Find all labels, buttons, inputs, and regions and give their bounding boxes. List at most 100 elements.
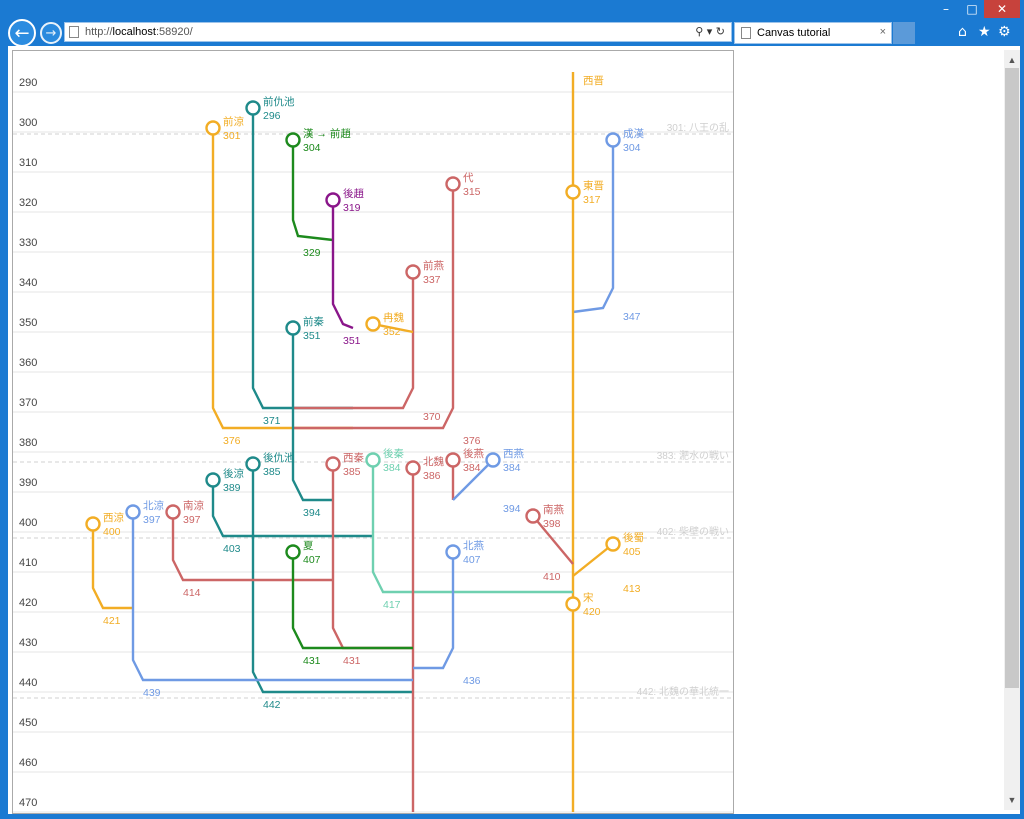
page-icon (741, 27, 751, 39)
dynasty-line (572, 543, 614, 577)
url-rest: :58920/ (155, 26, 193, 38)
minimize-button[interactable]: – (943, 2, 949, 16)
end-year-label: 417 (383, 599, 401, 611)
dynasty-year-label: 407 (463, 554, 481, 566)
end-year-label: 442 (263, 699, 281, 711)
dynasty-line (293, 184, 455, 430)
gear-icon[interactable]: ⚙ (998, 24, 1011, 40)
new-tab-button[interactable] (893, 22, 915, 44)
dynasty-year-label: 389 (223, 482, 241, 494)
event-label: 301: 八王の乱 (667, 122, 729, 134)
dynasty-year-label: 315 (463, 186, 481, 198)
dynasty-name-label: 北燕 (463, 540, 484, 552)
y-tick-label: 450 (19, 717, 37, 729)
dynasty-name-label: 前涼 (223, 115, 244, 128)
dynasty-line (291, 328, 333, 502)
dynasty-line (211, 480, 373, 538)
dynasty-year-label: 384 (463, 462, 481, 474)
arrow-left-icon: ← (14, 22, 30, 44)
tab-canvas-tutorial[interactable]: Canvas tutorial × (734, 22, 892, 44)
y-tick-label: 290 (19, 77, 37, 89)
event-label: 402: 柴壁の戦い (657, 525, 729, 538)
favorites-star-icon[interactable]: ★ (978, 24, 991, 40)
page-icon (69, 26, 79, 38)
title-bar: – □ ✕ ← → http://localhost:58920/ ⚲ ▾ ↻ … (0, 0, 1024, 47)
url-prefix: http:// (85, 26, 113, 38)
dynasty-name-label: 成漢 (623, 127, 644, 140)
dynasty-year-label: 420 (583, 606, 601, 618)
dynasty-node (405, 460, 421, 476)
y-tick-label: 350 (19, 317, 37, 329)
y-tick-label: 430 (19, 637, 37, 649)
dynasty-year-label: 296 (263, 110, 281, 122)
dynasty-name-label: 後秦 (383, 447, 404, 460)
dynasty-node (485, 452, 501, 468)
dynasty-name-label: 前燕 (423, 259, 444, 272)
dynasty-year-label: 301 (223, 130, 241, 142)
back-button[interactable]: ← (8, 19, 36, 47)
dynasty-name-label: 後趙 (343, 187, 364, 200)
dynasty-name-label: 宋 (583, 591, 594, 604)
tab-close-button[interactable]: × (879, 26, 886, 38)
y-tick-label: 470 (19, 797, 37, 809)
home-icon[interactable]: ⌂ (958, 24, 967, 40)
close-window-button[interactable]: ✕ (984, 0, 1020, 18)
end-year-label: 413 (623, 583, 641, 595)
dynasty-year-label: 304 (303, 142, 321, 154)
y-tick-label: 360 (19, 357, 37, 369)
end-year-label: 414 (183, 587, 201, 599)
y-tick-label: 380 (19, 437, 37, 449)
end-year-label: 376 (223, 435, 241, 447)
y-tick-label: 420 (19, 597, 37, 609)
dynasty-name-label: 後涼 (223, 467, 244, 480)
dynasty-year-label: 384 (503, 462, 521, 474)
dynasty-line (171, 512, 333, 582)
end-year-label: 431 (303, 655, 321, 667)
y-tick-label: 410 (19, 557, 37, 569)
scrollbar-thumb[interactable] (1005, 68, 1019, 688)
end-year-label: 370 (423, 411, 441, 423)
dynasty-year-label: 385 (263, 466, 281, 478)
vertical-scrollbar[interactable]: ▲ ▼ (1004, 50, 1020, 810)
y-tick-label: 370 (19, 397, 37, 409)
dynasty-name-label: 東晋 (583, 179, 604, 192)
address-bar[interactable]: http://localhost:58920/ ⚲ ▾ ↻ (64, 22, 732, 42)
dynasty-node (365, 452, 381, 468)
dynasty-line (413, 552, 455, 670)
url-host: localhost (112, 26, 156, 38)
end-year-label: 371 (263, 415, 281, 427)
y-tick-label: 320 (19, 197, 37, 209)
dynasty-name-label: 南涼 (183, 499, 204, 512)
scroll-up-arrow-icon[interactable]: ▲ (1007, 55, 1017, 65)
end-year-label: 410 (543, 571, 561, 583)
dynasty-line (291, 140, 334, 242)
dynasty-name-label: 前秦 (303, 315, 324, 328)
event-label: 442: 北魏の華北統一 (637, 685, 729, 698)
dynasty-line (291, 552, 413, 650)
dynasty-node (205, 120, 221, 136)
y-tick-label: 310 (19, 157, 37, 169)
dynasty-line (91, 524, 133, 610)
dynasty-node (565, 184, 581, 200)
scroll-down-arrow-icon[interactable]: ▼ (1007, 795, 1017, 805)
dynasty-year-label: 337 (423, 274, 441, 286)
end-year-label: 431 (343, 655, 361, 667)
dynasty-node (445, 452, 461, 468)
dynasty-year-label: 407 (303, 554, 321, 566)
dynasty-node (85, 516, 101, 532)
dynasty-node (605, 536, 621, 552)
maximize-button[interactable]: □ (966, 2, 978, 16)
tab-title: Canvas tutorial (757, 27, 831, 39)
dropdown-icon[interactable]: ▾ (706, 25, 713, 38)
forward-button[interactable]: → (40, 22, 62, 44)
refresh-icon[interactable]: ↻ (715, 25, 725, 38)
dynasty-node (445, 176, 461, 192)
dynasty-name-label: 冉魏 (383, 311, 404, 324)
y-tick-label: 440 (19, 677, 37, 689)
dynasty-node (125, 504, 141, 520)
dynasty-year-label: 352 (383, 326, 401, 338)
search-icon[interactable]: ⚲ (695, 25, 704, 38)
dynasty-name-label: 前仇池 (263, 95, 295, 108)
